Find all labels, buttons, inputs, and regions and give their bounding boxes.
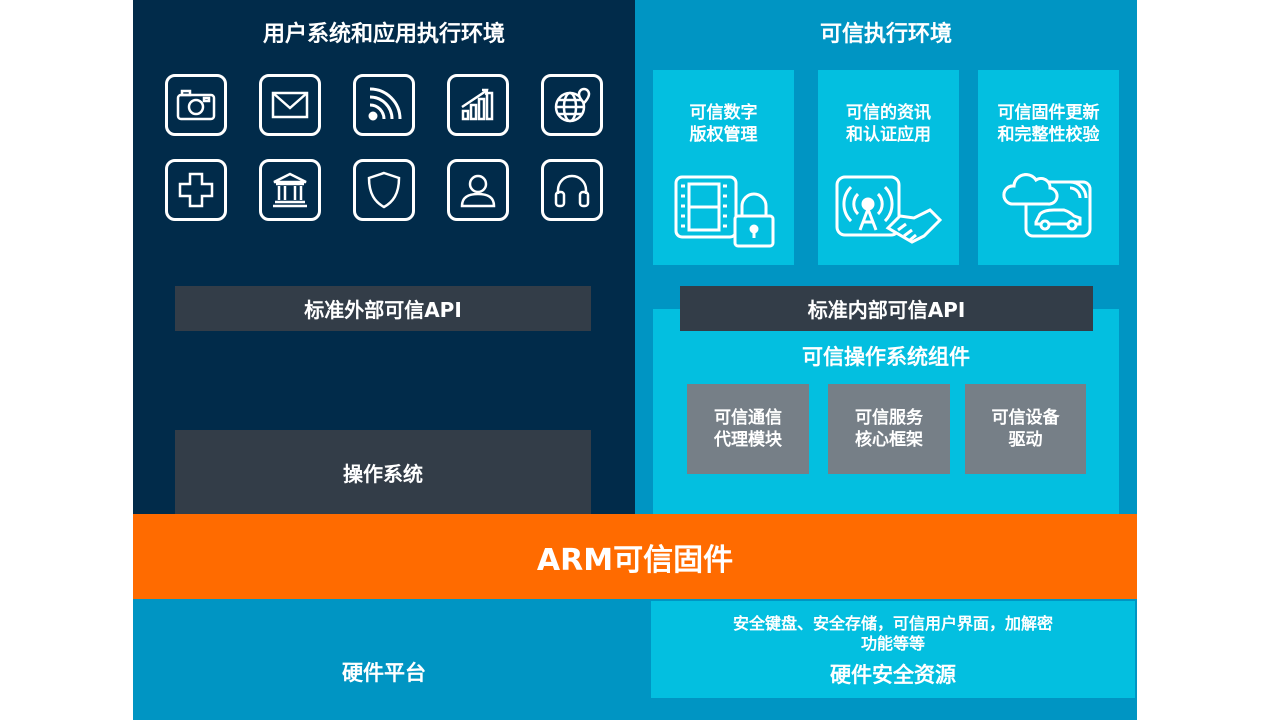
trusted-app-drm-label: 可信数字版权管理 — [689, 103, 758, 145]
trusted-service-core-framework: 可信服务核心框架 — [828, 384, 950, 474]
arm-trusted-firmware-bar: ARM可信固件 — [133, 514, 1137, 599]
trusted-device-driver: 可信设备驱动 — [965, 384, 1086, 474]
hardware-secure-resources-detail: 安全键盘、安全存储，可信用户界面，加解密 功能等等 — [732, 614, 1053, 653]
headset-icon — [541, 159, 603, 221]
camera-icon — [165, 74, 227, 136]
ree-title: 用户系统和应用执行环境 — [262, 22, 505, 47]
bank-icon — [259, 159, 321, 221]
mail-icon — [259, 74, 321, 136]
globe-icon — [541, 74, 603, 136]
rich-execution-environment-panel: 用户系统和应用执行环境 — [133, 0, 635, 514]
cloud-car-icon — [1002, 173, 1092, 238]
trusted-app-auth: 可信的资讯和认证应用 — [818, 70, 959, 265]
trusted-os-components-area: 可信操作系统组件 可信通信代理模块 可信服务核心框架 可信设备驱动 — [653, 309, 1119, 514]
tee-title: 可信执行环境 — [819, 22, 952, 47]
external-trusted-api-bar: 标准外部可信API — [175, 286, 591, 331]
shield-icon — [353, 159, 415, 221]
hardware-platform-label: 硬件平台 — [342, 661, 426, 685]
trusted-app-drm: 可信数字版权管理 — [653, 70, 794, 265]
chart-icon — [447, 74, 509, 136]
hardware-secure-resources-title: 硬件安全资源 — [830, 663, 956, 687]
trusted-os-components-title: 可信操作系统组件 — [802, 345, 970, 369]
trusted-comm-agent-module: 可信通信代理模块 — [687, 384, 809, 474]
medical-cross-icon — [165, 159, 227, 221]
trusted-execution-environment-panel: 可信执行环境 可信数字版权管理 可信的资讯和认证应用 — [635, 0, 1137, 514]
trusted-app-firmware-update: 可信固件更新和完整性校验 — [978, 70, 1119, 265]
hardware-secure-resources-box: 安全键盘、安全存储，可信用户界面，加解密 功能等等 硬件安全资源 — [651, 601, 1135, 698]
trusted-app-firmware-label: 可信固件更新和完整性校验 — [997, 103, 1100, 145]
operating-system-box: 操作系统 — [175, 430, 591, 514]
user-icon — [447, 159, 509, 221]
trusted-app-auth-label: 可信的资讯和认证应用 — [846, 103, 931, 145]
internal-trusted-api-bar: 标准内部可信API — [680, 286, 1093, 331]
hardware-platform-panel: 硬件平台 安全键盘、安全存储，可信用户界面，加解密 功能等等 硬件安全资源 — [133, 599, 1137, 720]
rss-icon — [353, 74, 415, 136]
film-lock-icon — [674, 175, 775, 248]
antenna-handshake-icon — [835, 175, 943, 244]
